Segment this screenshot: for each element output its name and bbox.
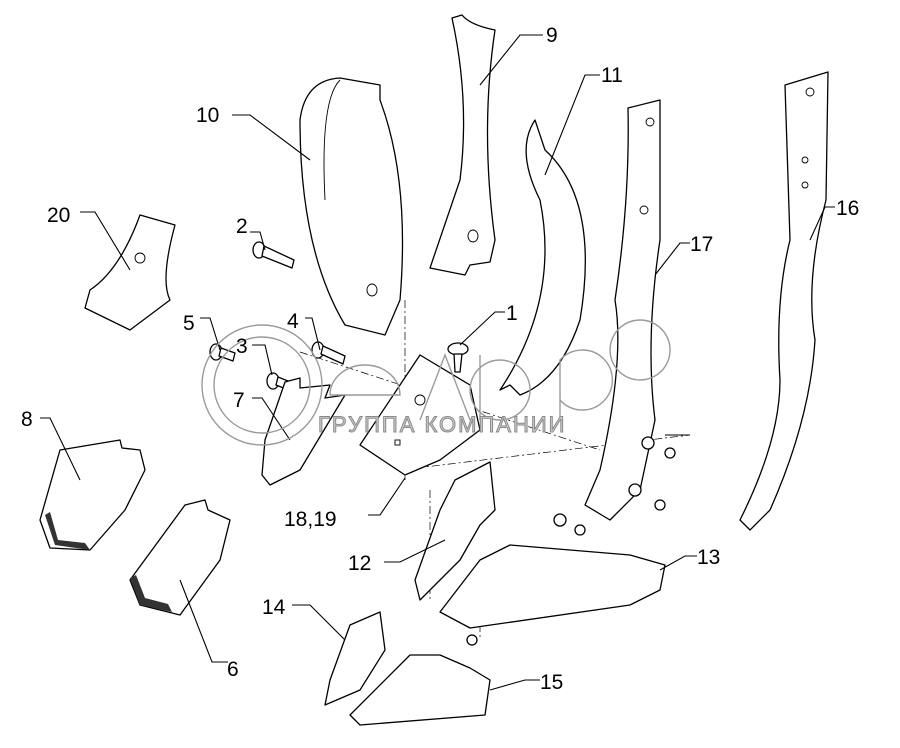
label-9: 9: [546, 24, 558, 47]
part-15: [349, 654, 491, 726]
label-6: 6: [227, 658, 239, 681]
bolt-2: [252, 241, 295, 269]
label-12: 12: [348, 552, 371, 575]
part-17: [584, 99, 661, 521]
label-7: 7: [233, 389, 245, 412]
part-8: [39, 439, 146, 551]
part-13: [439, 544, 666, 629]
label-14: 14: [262, 596, 286, 619]
label-13: 13: [697, 546, 720, 569]
part-16: [739, 71, 829, 531]
label-5: 5: [183, 312, 195, 335]
watermark-subtitle: ГРУППА КОМПАНИИ: [318, 412, 567, 437]
nuts: [466, 436, 676, 646]
part-14: [324, 611, 386, 706]
label-2: 2: [236, 215, 248, 238]
label-16: 16: [836, 197, 859, 220]
label-8: 8: [21, 408, 33, 431]
watermark-logo: ГРУППА КОМПАНИИ: [201, 319, 671, 446]
label-20: 20: [47, 204, 70, 227]
part-6: [129, 499, 231, 616]
part-10: [299, 77, 404, 336]
label-3: 3: [236, 335, 248, 358]
label-1: 1: [506, 302, 518, 325]
center-lines: [299, 300, 691, 640]
label-18-19: 18,19: [284, 508, 337, 531]
part-11: [499, 119, 586, 396]
part-12: [414, 461, 496, 601]
part-9: [429, 14, 496, 276]
label-15: 15: [540, 671, 563, 694]
bolt-1: [447, 342, 469, 373]
label-4: 4: [287, 310, 299, 333]
label-11: 11: [601, 64, 623, 87]
label-10: 10: [196, 104, 219, 127]
label-17: 17: [690, 233, 713, 256]
leader-lines: [40, 34, 835, 691]
part-20: [84, 214, 176, 331]
